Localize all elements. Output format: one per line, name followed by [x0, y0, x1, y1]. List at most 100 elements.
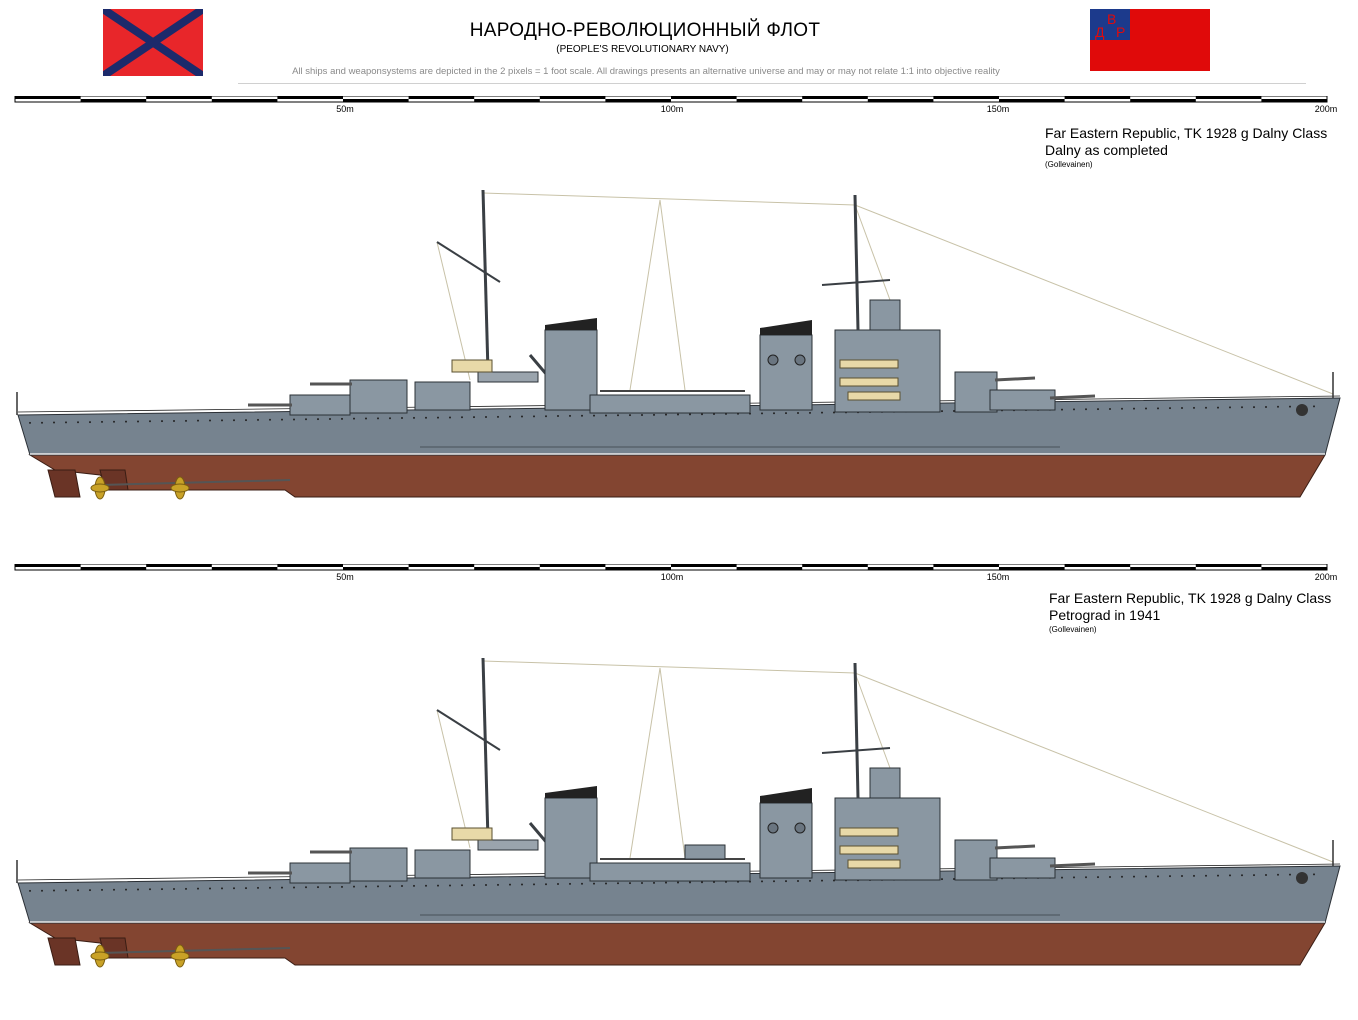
porthole	[1109, 407, 1111, 410]
scale-segment	[408, 564, 475, 567]
porthole	[593, 414, 595, 417]
porthole	[353, 417, 355, 420]
porthole	[665, 881, 667, 884]
porthole	[1145, 875, 1147, 878]
porthole	[1277, 873, 1279, 876]
scale-segment	[80, 99, 147, 102]
porthole	[41, 421, 43, 424]
porthole	[629, 882, 631, 885]
searchlight-icon	[767, 354, 779, 366]
rudder	[47, 469, 81, 498]
propeller-shaft	[99, 479, 291, 486]
porthole	[125, 888, 127, 891]
anchor-icon	[1296, 872, 1308, 884]
saltire-flag-icon	[103, 9, 203, 76]
rigging-line	[436, 241, 471, 381]
porthole	[557, 883, 559, 886]
porthole	[473, 884, 475, 887]
porthole	[1241, 406, 1243, 409]
porthole	[389, 417, 391, 420]
porthole	[329, 885, 331, 888]
gun-barrel	[994, 376, 1036, 382]
porthole	[713, 413, 715, 416]
scale-segment	[146, 564, 212, 567]
porthole	[593, 882, 595, 885]
porthole	[581, 414, 583, 417]
porthole	[785, 412, 787, 415]
porthole	[521, 415, 523, 418]
scale-segment	[605, 99, 671, 102]
porthole	[1205, 874, 1207, 877]
porthole	[533, 883, 535, 886]
scale-segment	[343, 99, 409, 102]
porthole	[1085, 408, 1087, 411]
porthole	[449, 416, 451, 419]
porthole	[941, 878, 943, 881]
fore-funnel	[759, 802, 813, 879]
scale-segment	[671, 96, 737, 99]
porthole	[257, 418, 259, 421]
scale-bar	[14, 564, 1328, 571]
ship-subtitle: Dalny as completed	[1045, 142, 1168, 158]
scale-segment	[146, 96, 212, 99]
scale-segment	[539, 564, 606, 567]
porthole	[293, 886, 295, 889]
scale-segment	[802, 96, 868, 99]
ship-group	[16, 189, 1341, 500]
porthole	[245, 887, 247, 890]
porthole	[485, 415, 487, 418]
fore-mast	[853, 194, 860, 331]
gun-barrel	[1049, 394, 1096, 400]
porthole	[317, 418, 319, 421]
porthole	[1289, 873, 1291, 876]
porthole	[245, 419, 247, 422]
porthole	[437, 884, 439, 887]
bridge-wing	[847, 859, 901, 869]
porthole	[605, 414, 607, 417]
rudder	[47, 937, 81, 966]
porthole	[389, 885, 391, 888]
rigging-line	[629, 667, 661, 859]
scale-segment	[605, 567, 671, 570]
aft-superfiring-turret	[349, 847, 408, 882]
porthole	[113, 888, 115, 891]
scale-segment	[1130, 567, 1196, 570]
porthole	[1289, 405, 1291, 408]
porthole	[137, 888, 139, 891]
porthole	[89, 889, 91, 892]
porthole	[353, 885, 355, 888]
ship-title: Far Eastern Republic, TK 1928 g Dalny Cl…	[1049, 590, 1332, 606]
porthole	[1265, 873, 1267, 876]
scale-segment	[277, 96, 343, 99]
porthole	[641, 881, 643, 884]
porthole	[149, 420, 151, 423]
porthole	[1157, 875, 1159, 878]
page-title: НАРОДНО-РЕВОЛЮЦИОННЫЙ ФЛОТ	[469, 20, 821, 41]
rigging-line	[854, 204, 891, 301]
porthole	[761, 880, 763, 883]
porthole	[101, 420, 103, 423]
scale-label-150m: 150m	[986, 104, 1010, 114]
scale-segment	[1064, 564, 1131, 567]
porthole	[29, 421, 31, 424]
searchlight-icon	[767, 822, 779, 834]
porthole	[1277, 405, 1279, 408]
rigging-line	[854, 672, 891, 769]
porthole	[197, 419, 199, 422]
porthole	[413, 416, 415, 419]
aft-superstructure	[414, 849, 471, 879]
porthole	[473, 416, 475, 419]
mast-yard	[436, 241, 501, 283]
porthole	[233, 887, 235, 890]
scale-segment	[474, 99, 540, 102]
porthole	[1073, 408, 1075, 411]
porthole	[1169, 875, 1171, 878]
porthole	[65, 889, 67, 892]
porthole	[689, 881, 691, 884]
porthole	[329, 417, 331, 420]
porthole	[461, 884, 463, 887]
porthole	[821, 879, 823, 882]
scale-segment	[999, 99, 1065, 102]
porthole	[173, 419, 175, 422]
aft-superstructure	[414, 381, 471, 411]
